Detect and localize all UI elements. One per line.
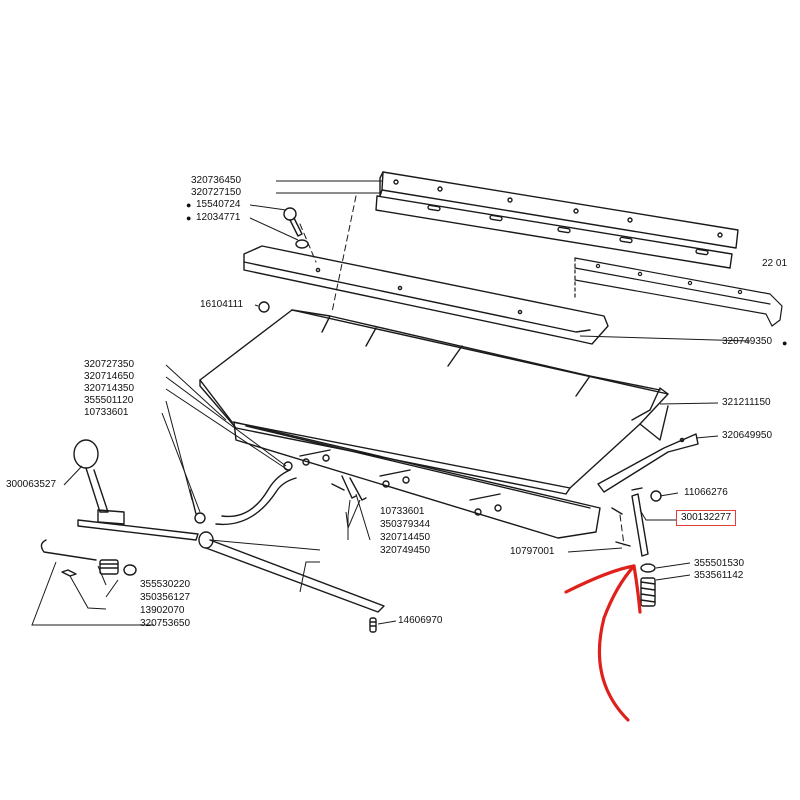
part-label-320727150: 320727150 [191,187,242,198]
bullet-icon: ● [782,338,788,348]
pin-bottom [369,617,377,633]
part-label-355501530: 355501530 [694,558,745,569]
part-label-320714450: 320714450 [380,532,431,543]
part-label-320649950: 320649950 [722,430,773,441]
bullet-icon: ● [186,213,192,223]
bullet-icon: ● [186,200,192,210]
part-label-10797001: 10797001 [510,546,555,557]
part-label-15540724: 15540724 [196,199,241,210]
rod-right [611,487,662,607]
top-rail-1 [379,171,739,249]
part-label-353561142: 353561142 [694,570,744,581]
part-label-355501120: 355501120 [84,395,134,406]
part-label-12034771: 12034771 [196,212,241,223]
top-rail-3 [574,257,783,327]
part-label-320753650: 320753650 [140,618,191,629]
nut [258,301,270,313]
part-label-300063527: 300063527 [6,479,57,490]
lower-frame [233,421,601,539]
part-label-320736450: 320736450 [191,175,242,186]
long-rod [77,519,385,613]
part-label-320749450: 320749450 [380,545,431,556]
part-label-355530220: 355530220 [140,579,191,590]
part-label-320727350: 320727350 [84,359,135,370]
red-arrow [564,564,642,722]
top-rail-2 [375,195,733,269]
figure-ref: 22 01 [762,258,788,269]
part-label-10733601: 10733601 [84,407,129,418]
part-label-350356127: 350356127 [140,592,191,603]
clips-center [331,475,367,501]
bolt [283,207,309,249]
part-label-11066276: 11066276 [684,487,728,498]
lever-handle [73,439,125,525]
linkage-rod [189,461,297,526]
main-tray [199,309,669,495]
part-label-321211150: 321211150 [722,397,771,408]
part-label-320714350: 320714350 [84,383,135,394]
part-label-350379344: 350379344 [380,519,431,530]
part-label-10733601-center: 10733601 [380,506,425,517]
assembly-lines [299,195,625,546]
cover-plate [243,245,609,345]
part-label-320749350: 320749350 [722,336,773,347]
part-label-16104111: 16104111 [200,299,244,310]
small-parts-left [40,539,137,577]
part-label-300132277-highlighted: 300132277 [676,510,737,526]
part-label-14606970: 14606970 [398,615,443,626]
part-label-320714650: 320714650 [84,371,135,382]
leader-lines [31,180,751,626]
bracket-right [597,433,699,493]
part-label-13902070: 13902070 [140,605,185,616]
